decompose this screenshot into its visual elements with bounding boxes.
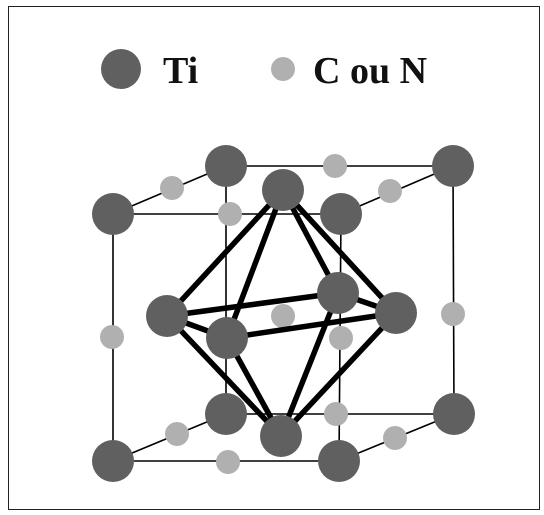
c-n-atom [324,402,348,426]
octahedron-edge [278,290,341,439]
c-n-atom [218,202,242,226]
ti-atom [92,440,134,482]
ti-atom-octahedron-top [262,169,304,211]
legend-ti-atom-icon [101,49,141,89]
legend: Ti C ou N [101,49,427,92]
ti-atom [432,145,474,187]
octahedron-edge [224,310,399,341]
ti-atom [205,393,247,435]
ti-atom [92,193,134,235]
octahedron-edge [164,290,341,319]
octahedron-edge [224,187,286,341]
c-n-atom [329,326,353,350]
c-n-atom [216,450,240,474]
c-n-atom [383,426,407,450]
octahedron-edge [164,187,286,319]
octahedron-edge [164,313,284,439]
c-n-atom [100,325,124,349]
octahedron-edge [280,187,399,316]
ti-atom [320,193,362,235]
ti-atom-octahedron-front [206,317,248,359]
ti-atom-octahedron-left [146,295,188,337]
legend-c-n-label: C ou N [313,50,427,92]
ti-atom-octahedron-bottom [260,415,302,457]
ti-atom-octahedron-back [317,272,359,314]
c-n-atom [323,154,347,178]
c-n-atom [165,422,189,446]
ti-atom [205,145,247,187]
octahedron-edge [278,310,399,439]
front-small-atoms [100,302,465,474]
ti-atom [318,440,360,482]
front-ti-atoms [92,169,475,482]
legend-c-n-atom-icon [271,57,295,81]
back-atoms [160,145,474,435]
c-n-atom [160,176,184,200]
c-n-atom [378,179,402,203]
c-n-atom [271,304,295,328]
cube-edge [452,165,455,415]
ti-atom-octahedron-right [375,292,417,334]
ti-atom [433,393,475,435]
legend-ti-label: Ti [163,50,198,92]
c-n-atom [441,302,465,326]
